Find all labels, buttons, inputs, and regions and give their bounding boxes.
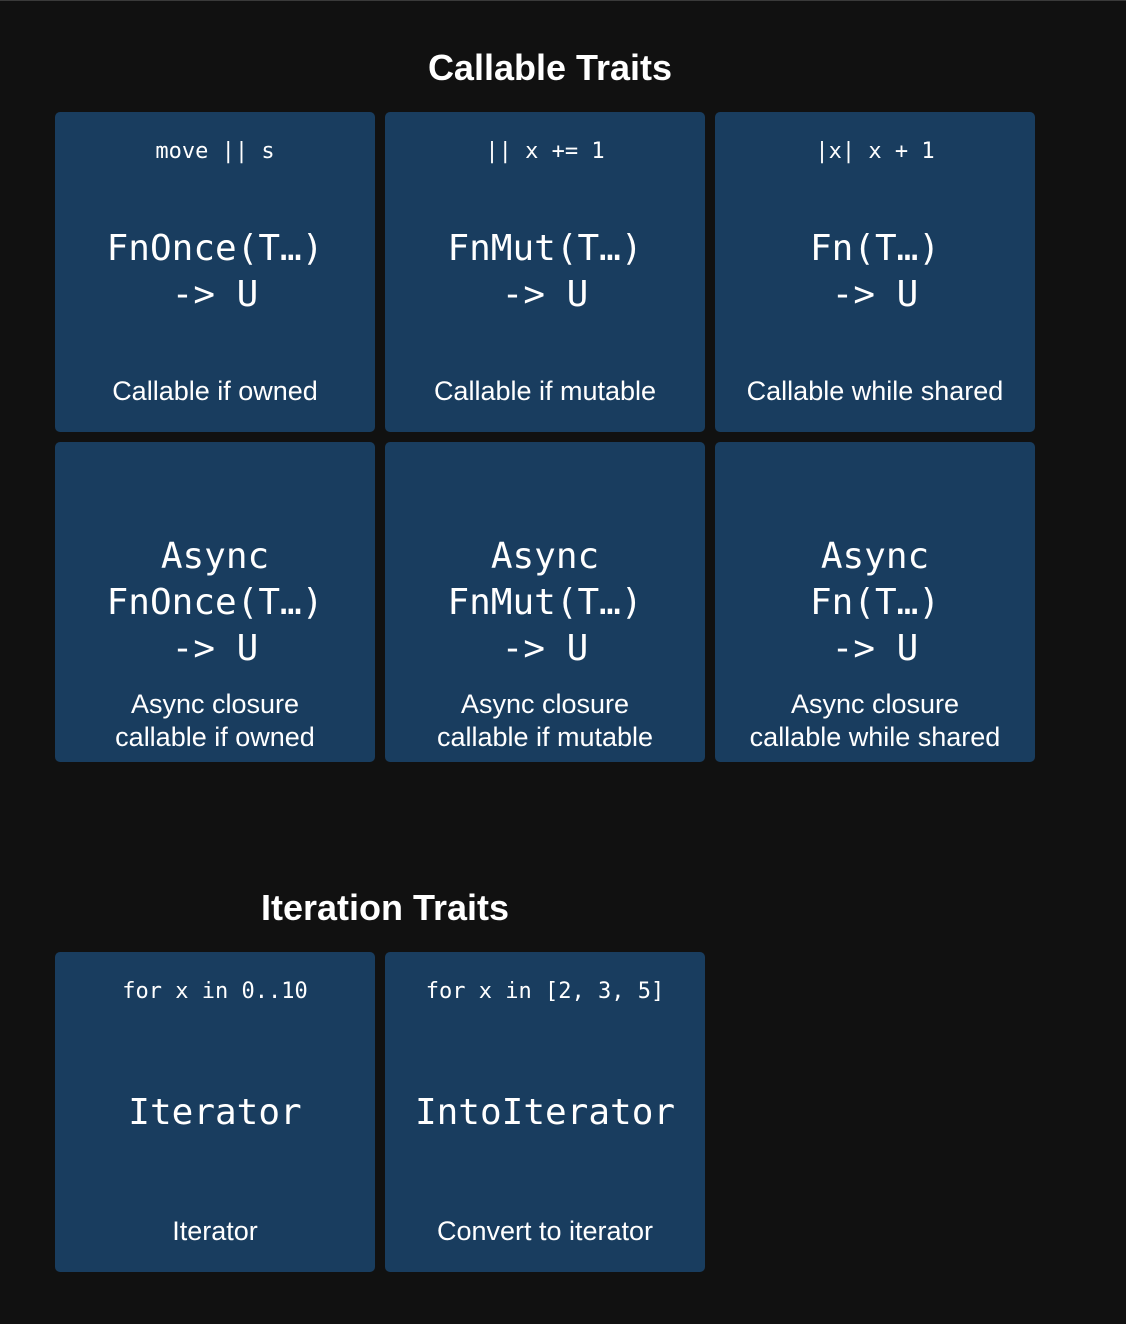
card-signature: IntoIterator — [414, 1092, 676, 1133]
fn-card: |x| x + 1 Fn(T…) -> U Callable while sha… — [715, 112, 1035, 432]
card-signature: Async FnOnce(T…) -> U — [55, 534, 375, 672]
card-description: Callable while shared — [746, 376, 1004, 406]
card-snippet: for x in 0..10 — [122, 979, 308, 1004]
iteration-traits-title: Iteration Traits — [260, 887, 510, 928]
description-line: Async closure — [130, 689, 300, 719]
fnonce-card: move || s FnOnce(T…) -> U Callable if ow… — [55, 112, 375, 432]
card-signature: Fn(T…) -> U — [715, 226, 1035, 318]
card-description: Callable if mutable — [433, 376, 657, 406]
card-description: Callable if owned — [112, 376, 318, 406]
signature-line: Async — [490, 536, 600, 577]
card-signature: Iterator — [128, 1092, 302, 1133]
signature-line: FnOnce(T…) — [106, 228, 324, 269]
card-signature: FnMut(T…) -> U — [385, 226, 705, 318]
signature-line: Fn(T…) — [809, 582, 941, 623]
callable-traits-grid: move || s FnOnce(T…) -> U Callable if ow… — [55, 112, 1035, 762]
card-signature: Async Fn(T…) -> U — [715, 534, 1035, 672]
callable-traits-title: Callable Traits — [427, 47, 673, 88]
signature-line: FnMut(T…) — [447, 582, 643, 623]
signature-line: -> U — [501, 274, 589, 315]
card-snippet: for x in [2, 3, 5] — [425, 979, 665, 1004]
fnmut-card: || x += 1 FnMut(T…) -> U Callable if mut… — [385, 112, 705, 432]
card-description: Iterator — [172, 1216, 258, 1246]
card-snippet: || x += 1 — [485, 139, 605, 164]
signature-line: -> U — [171, 628, 259, 669]
signature-line: -> U — [501, 628, 589, 669]
signature-line: -> U — [831, 274, 919, 315]
iteration-traits-grid: for x in 0..10 Iterator Iterator for x i… — [55, 952, 1035, 1272]
description-line: callable if owned — [115, 722, 315, 752]
card-description: Convert to iterator — [436, 1216, 654, 1246]
signature-line: -> U — [171, 274, 259, 315]
signature-line: FnMut(T…) — [447, 228, 643, 269]
card-snippet: move || s — [155, 139, 275, 164]
description-line: Async closure — [790, 689, 960, 719]
description-line: callable while shared — [749, 722, 1001, 752]
signature-line: Async — [160, 536, 270, 577]
signature-line: Fn(T…) — [809, 228, 941, 269]
signature-line: Async — [820, 536, 930, 577]
iterator-card: for x in 0..10 Iterator Iterator — [55, 952, 375, 1272]
signature-line: -> U — [831, 628, 919, 669]
description-line: Async closure — [460, 689, 630, 719]
card-signature: FnOnce(T…) -> U — [55, 226, 375, 318]
card-snippet: |x| x + 1 — [815, 139, 935, 164]
top-divider — [0, 0, 1126, 1]
intoiterator-card: for x in [2, 3, 5] IntoIterator Convert … — [385, 952, 705, 1272]
description-line: callable if mutable — [436, 722, 654, 752]
card-signature: Async FnMut(T…) -> U — [385, 534, 705, 672]
signature-line: FnOnce(T…) — [106, 582, 324, 623]
